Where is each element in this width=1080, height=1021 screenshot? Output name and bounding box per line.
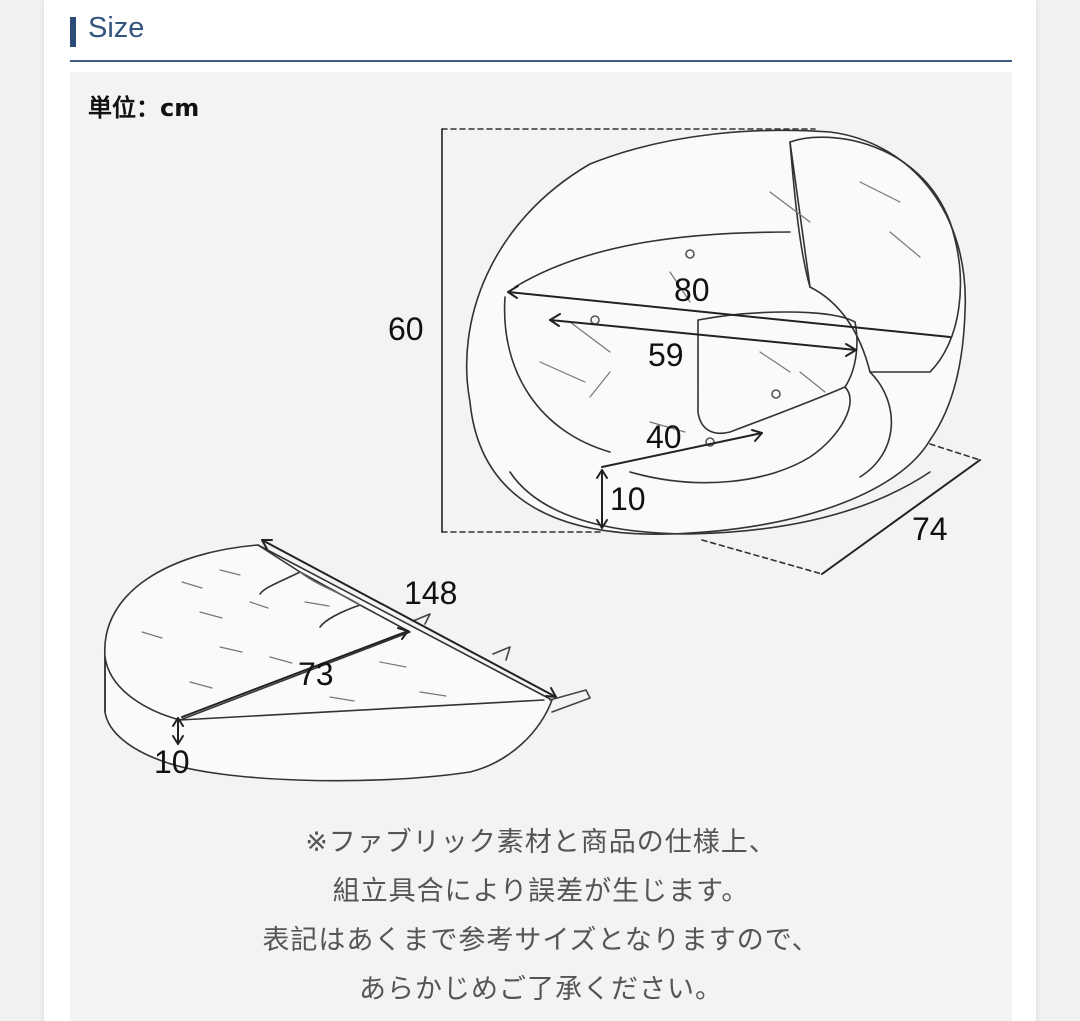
label-inner-width: 59	[648, 337, 684, 373]
note-line-1: ※ファブリック素材と商品の仕様上、	[305, 827, 777, 858]
round-chair-drawing	[465, 129, 967, 535]
unit-label: 単位：cm	[88, 94, 200, 122]
size-diagram-panel: 単位：cm	[70, 72, 1012, 1021]
label-mat-thickness: 10	[154, 744, 190, 780]
dimension-seat-height	[596, 469, 608, 529]
dimension-mat-length	[261, 539, 557, 698]
label-mat-width: 73	[298, 656, 334, 692]
dimension-mat-thickness	[172, 717, 184, 745]
dimension-chair-depth	[701, 443, 981, 575]
size-diagram: 60 80 59 40 10 74 148 73 10	[104, 128, 981, 782]
section-title: Size	[88, 12, 145, 44]
label-chair-depth: 74	[912, 511, 948, 547]
note-line-2: 組立具合により誤差が生じます。	[332, 876, 750, 907]
note-line-4: あらかじめご了承ください。	[359, 974, 723, 1005]
label-chair-height: 60	[388, 311, 424, 347]
label-chair-width: 80	[674, 272, 710, 308]
dimension-chair-width	[507, 285, 951, 338]
note-line-3: 表記はあくまで参考サイズとなりますので、	[262, 925, 820, 956]
section-header: Size	[70, 12, 1012, 62]
dimension-chair-height	[441, 128, 816, 533]
dimension-inner-width	[549, 313, 857, 357]
header-accent-bar	[70, 17, 76, 47]
product-size-card: Size 単位：cm	[44, 0, 1036, 1021]
dimension-mat-width	[181, 627, 409, 718]
label-seat-height: 10	[610, 481, 646, 517]
dimension-seat-depth	[601, 429, 763, 468]
label-mat-length: 148	[404, 575, 457, 611]
label-seat-depth: 40	[646, 419, 682, 455]
